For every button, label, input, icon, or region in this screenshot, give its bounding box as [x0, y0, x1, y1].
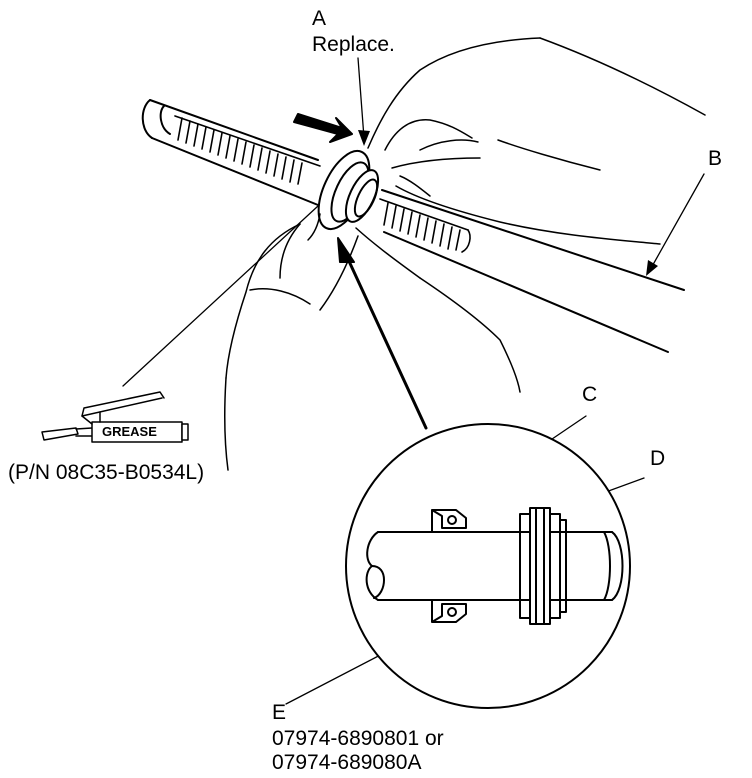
detail-view: [345, 423, 631, 709]
grease-label: GREASE: [102, 424, 157, 439]
callout-a-note: Replace.: [312, 33, 395, 56]
grease-part-number: (P/N 08C35-B0534L): [8, 461, 205, 484]
push-arrow: [293, 113, 353, 143]
callout-e-letter: E: [272, 701, 287, 724]
part-number-line-1: 07974-6890801 or: [272, 727, 444, 750]
callout-d-letter: D: [650, 447, 666, 470]
left-hand: [223, 213, 521, 471]
callout-b-letter: B: [708, 147, 723, 170]
grease-gun-icon: [41, 391, 189, 443]
seal-a: [317, 150, 380, 230]
right-hand: [367, 37, 706, 245]
rack-teeth: [174, 115, 471, 253]
zoom-arrow: [337, 237, 428, 430]
part-number-line-2: 07974-689080A: [272, 751, 422, 774]
callout-a-letter: A: [312, 7, 327, 30]
steering-rack: [141, 99, 685, 353]
callout-c-letter: C: [582, 383, 598, 406]
